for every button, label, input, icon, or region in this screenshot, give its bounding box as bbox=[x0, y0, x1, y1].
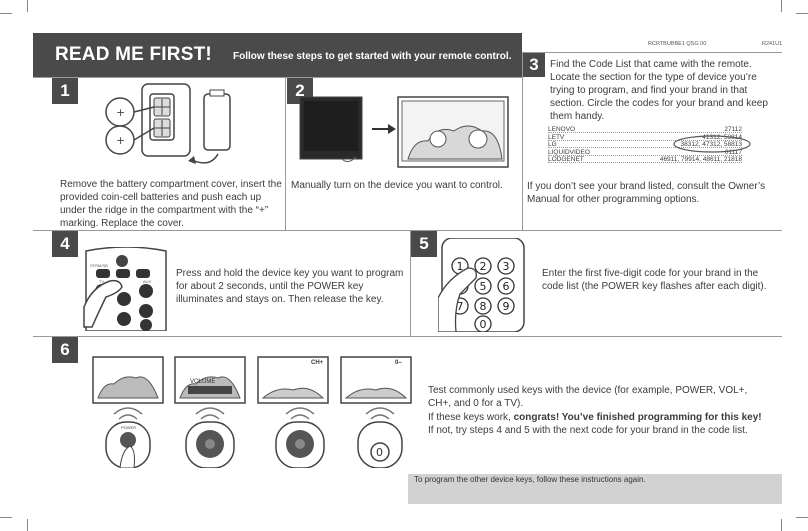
tv-screen-channel bbox=[257, 356, 329, 404]
crop-mark bbox=[796, 517, 808, 518]
ch-plus-label: CH+ bbox=[311, 360, 324, 366]
crop-mark bbox=[0, 517, 12, 518]
keypad-key bbox=[497, 277, 515, 295]
svg-text:0: 0 bbox=[376, 446, 383, 459]
header-banner: READ ME FIRST! Follow these steps to get… bbox=[33, 33, 522, 77]
keypad-key bbox=[474, 297, 492, 315]
battery-illustration: + + bbox=[105, 83, 231, 164]
code-list-brand: LIQUIDVIDEO bbox=[548, 148, 590, 156]
step-1-text: Remove the battery compartment cover, in… bbox=[60, 179, 282, 229]
lg-circle-highlight bbox=[673, 135, 751, 153]
step-badge: 5 bbox=[411, 231, 437, 257]
step-badge: 1 bbox=[52, 78, 78, 104]
congrats-bold: congrats! You’ve finished programming fo… bbox=[513, 412, 762, 423]
divider bbox=[522, 52, 523, 230]
step-2-text: Manually turn on the device you want to … bbox=[291, 180, 503, 191]
crop-mark bbox=[0, 13, 12, 14]
keypad-digit: 7 bbox=[457, 300, 464, 313]
doc-code-right: R241U1 bbox=[762, 41, 783, 47]
keypad-key bbox=[474, 315, 492, 332]
keypad-digit: 0 bbox=[480, 318, 487, 331]
code-list-leader bbox=[548, 154, 742, 156]
tv-screen-power bbox=[92, 356, 164, 404]
keypad-key bbox=[474, 257, 492, 275]
divider bbox=[33, 230, 782, 231]
keypad-key bbox=[474, 277, 492, 295]
step-5-text: Enter the first five-digit code for your… bbox=[542, 268, 767, 292]
remote-vol-press bbox=[185, 407, 235, 468]
code-list-brand: LODGENET bbox=[548, 156, 584, 163]
keypad-digit: 8 bbox=[480, 300, 487, 313]
tv-screen-volume bbox=[174, 356, 246, 404]
crop-mark bbox=[796, 13, 808, 14]
step-6-retry: If not, try steps 4 and 5 with the next … bbox=[428, 425, 748, 436]
code-list-brand: LG bbox=[548, 141, 557, 148]
step-3-note: If you don’t see your brand listed, cons… bbox=[527, 181, 766, 205]
code-list-brand: LETV bbox=[548, 133, 565, 141]
svg-text:+: + bbox=[116, 106, 125, 119]
remote-label-strm: STRM/SB bbox=[90, 263, 108, 268]
volume-label: VOLUME bbox=[190, 379, 216, 385]
remote-device-keys-illustration bbox=[83, 247, 167, 331]
step-badge: 4 bbox=[52, 231, 78, 257]
crop-mark bbox=[27, 519, 28, 531]
code-list-codes: 01117 bbox=[724, 148, 742, 156]
zero-label: 0– bbox=[395, 360, 402, 366]
remote-keypad-illustration: 1234567890 bbox=[438, 238, 525, 332]
keypad-digit: 2 bbox=[480, 260, 487, 273]
step-badge: 3 bbox=[523, 53, 545, 77]
code-list-codes: 46911, 79914, 48611, 21818 bbox=[659, 156, 742, 163]
code-list-leader bbox=[548, 147, 742, 148]
step-6-congrats: If these keys work, congrats! You’ve fin… bbox=[428, 411, 768, 424]
page-subtitle: Follow these steps to get started with y… bbox=[233, 51, 512, 62]
remote-ch-press bbox=[275, 407, 325, 468]
crop-mark bbox=[27, 0, 28, 12]
remote-label-tv: TV bbox=[99, 279, 105, 284]
svg-text:+: + bbox=[116, 134, 125, 147]
page-title: READ ME FIRST! bbox=[55, 44, 212, 65]
footer-note: To program the other device keys, follow… bbox=[408, 474, 782, 504]
step-3-text: Find the Code List that came with the re… bbox=[550, 59, 768, 122]
divider bbox=[522, 52, 782, 53]
hand-icon bbox=[438, 267, 477, 332]
divider bbox=[410, 230, 411, 336]
divider bbox=[33, 336, 782, 337]
step-4-text: Press and hold the device key you want t… bbox=[176, 268, 404, 305]
code-list-leader bbox=[548, 162, 742, 163]
tv-illustration bbox=[299, 96, 509, 168]
code-list-codes: 41312, 53814 bbox=[702, 133, 742, 141]
crop-mark bbox=[781, 519, 782, 531]
keypad-digit: 3 bbox=[503, 260, 510, 273]
step-6-text: Test commonly used keys with the device … bbox=[428, 385, 748, 409]
step-badge: 6 bbox=[52, 337, 78, 363]
keypad-key bbox=[497, 257, 515, 275]
keypad-key bbox=[497, 297, 515, 315]
divider bbox=[33, 77, 522, 78]
doc-code-left: RCRTBUBBE1 QSG 00 bbox=[648, 41, 707, 47]
remote-power-press bbox=[105, 407, 151, 468]
footer-text: To program the other device keys, follow… bbox=[414, 475, 646, 484]
code-list-brand: LENOVO bbox=[548, 126, 576, 133]
remote-zero-press: 0 bbox=[357, 407, 403, 468]
keypad-digit: 1 bbox=[457, 260, 464, 273]
code-list-codes: 27112 bbox=[724, 126, 742, 133]
divider bbox=[285, 77, 286, 230]
keypad-digit: 6 bbox=[503, 280, 510, 293]
crop-mark bbox=[781, 0, 782, 12]
code-list-leader bbox=[548, 132, 742, 133]
power-key-label: POWER bbox=[121, 425, 137, 430]
keypad-digit: 5 bbox=[480, 280, 487, 293]
congrats-prefix: If these keys work, bbox=[428, 412, 514, 423]
tv-screen-zero bbox=[340, 356, 412, 404]
code-list-codes: 38312, 47312, 58813 bbox=[680, 141, 742, 148]
remote-label-aux: AUX bbox=[143, 279, 152, 284]
keypad-digit: 9 bbox=[503, 300, 510, 313]
code-list-leader bbox=[548, 139, 742, 141]
